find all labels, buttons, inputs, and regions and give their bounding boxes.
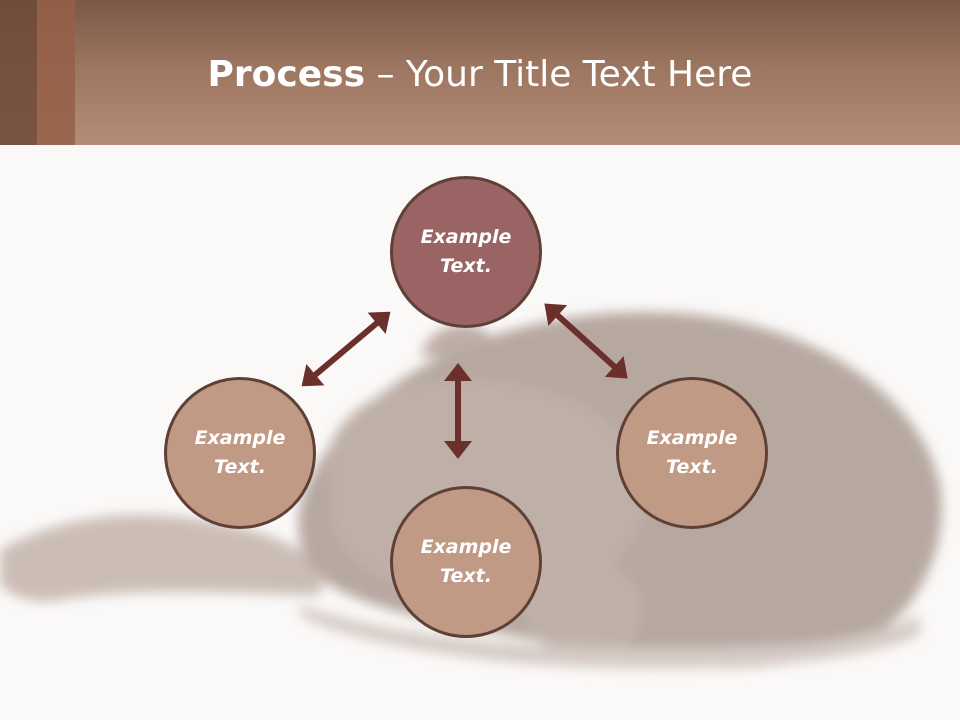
node-left-label: Example Text.: [194, 427, 286, 478]
node-bottom-label: Example Text.: [420, 536, 512, 587]
node-right-label: Example Text.: [646, 427, 738, 478]
node-top-label: Example Text.: [420, 226, 512, 277]
arrow-left-top: [301, 311, 391, 387]
arrow-top-right: [544, 303, 628, 379]
process-node-left: Example Text.: [164, 377, 316, 529]
accent-stripe-light: [37, 0, 75, 145]
title-bar: Process – Your Title Text Here: [0, 0, 960, 145]
process-node-right: Example Text.: [616, 377, 768, 529]
title-rest: – Your Title Text Here: [365, 54, 753, 95]
slide-title: Process – Your Title Text Here: [0, 52, 960, 98]
process-node-top: Example Text.: [390, 176, 542, 328]
arrow-top-bottom: [444, 363, 472, 459]
connector-arrows: [301, 303, 628, 459]
title-bold: Process: [207, 54, 366, 95]
accent-stripe-dark: [0, 0, 37, 145]
process-node-bottom: Example Text.: [390, 486, 542, 638]
